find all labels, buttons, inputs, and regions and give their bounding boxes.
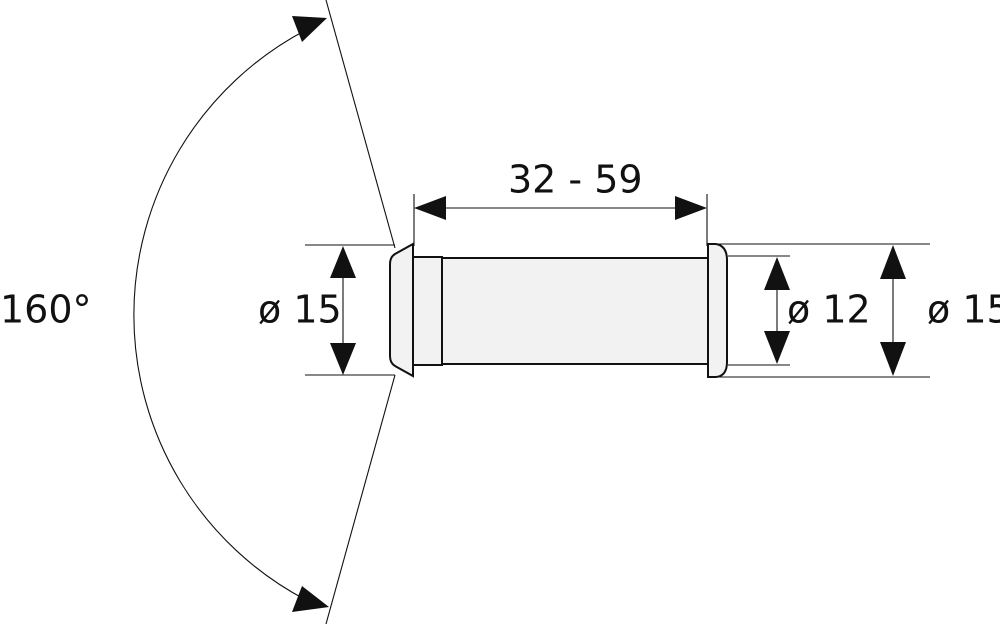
viewer-nut-cap [707,243,728,378]
view-angle-arc [133,29,307,601]
right-diameter-arrow-top [880,245,906,279]
right-diameter-arrow-bottom [880,342,906,376]
view-angle-label: 160° [0,288,92,332]
view-angle-arrow-bottom [292,586,329,612]
view-angle-arrow-top [292,16,327,42]
viewer-sleeve [412,256,443,366]
viewer-barrel [439,257,711,365]
right-flange-diameter-label: ø 15 [927,288,1000,332]
left-diameter-arrow-bottom [330,343,356,375]
body-diameter-label: ø 12 [787,288,871,332]
length-label: 32 - 59 [508,158,643,202]
viewer-lens-flange [389,242,414,378]
left-diameter-arrow-top [330,246,356,278]
view-angle-lower-line [325,374,396,624]
view-angle-upper-line [325,0,396,249]
left-flange-diameter-label: ø 15 [258,288,342,332]
length-arrow-right [675,196,707,220]
body-diameter-arrow-bottom [764,331,790,364]
body-diameter-arrow-top [764,257,790,290]
length-arrow-left [414,196,446,220]
